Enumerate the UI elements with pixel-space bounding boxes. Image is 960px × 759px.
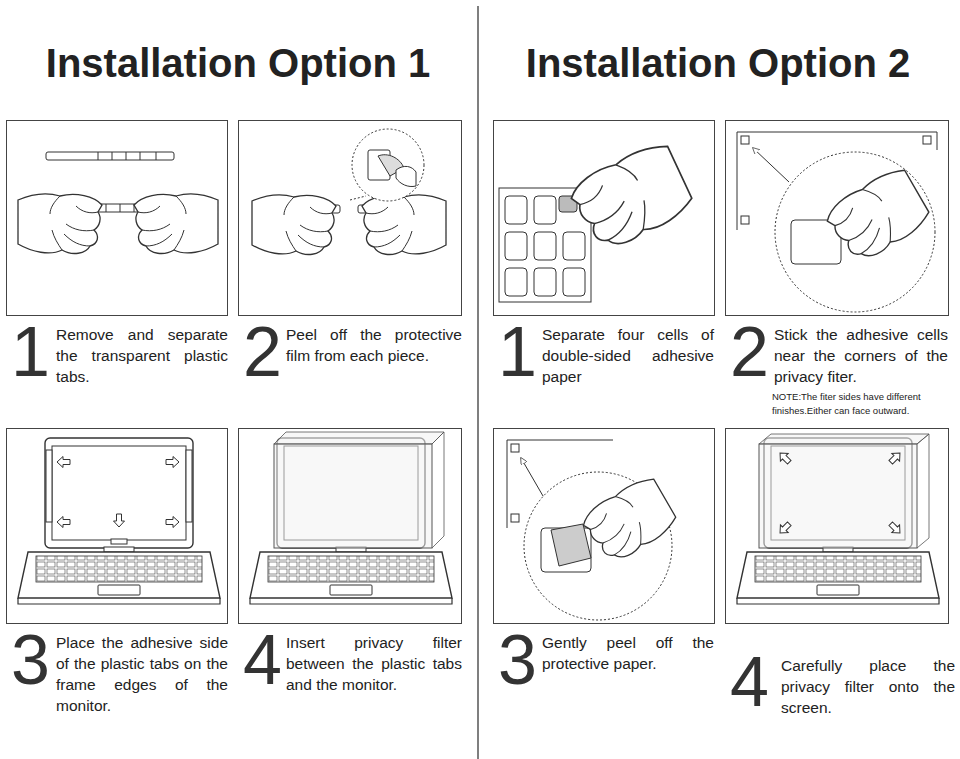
- corner-cell: [741, 136, 749, 144]
- pointer-arrow: [521, 458, 543, 496]
- corner-arrow: [776, 449, 793, 466]
- step-instruction: Remove and separate the transparent plas…: [56, 324, 228, 387]
- adhesive-cell: [505, 196, 527, 224]
- tab-divisions: [98, 152, 156, 160]
- adhesive-cell: [534, 268, 556, 296]
- direction-arrow: [114, 514, 125, 527]
- adhesive-cells: [505, 196, 585, 296]
- right-hand: [134, 194, 218, 254]
- step-illustration: [18, 152, 218, 253]
- option-heading: Installation Option 1: [18, 40, 458, 86]
- left-hand: [252, 195, 336, 255]
- step-instruction: Peel off the protective film from each p…: [286, 324, 462, 366]
- step-illustration: [737, 434, 939, 604]
- adhesive-cell: [791, 220, 841, 264]
- step-panel: 1Separate four cells of double-sided adh…: [493, 120, 715, 316]
- callout-leader: [350, 196, 366, 200]
- corner-arrow: [887, 449, 904, 466]
- tab-divisions: [106, 204, 134, 212]
- zoom-circle: [775, 152, 935, 312]
- corner-cell: [511, 514, 519, 522]
- adhesive-cell: [505, 232, 527, 260]
- step-illustration: [737, 132, 937, 312]
- adhesive-cell: [534, 196, 556, 224]
- step-illustration: [499, 139, 697, 302]
- privacy-filter: [759, 444, 917, 548]
- corner-cell: [741, 216, 749, 224]
- step-number: 4: [243, 625, 282, 695]
- laptop: [250, 438, 452, 604]
- column-divider: [477, 6, 479, 759]
- plastic-tab: [46, 450, 52, 522]
- corner-cell: [511, 444, 519, 452]
- plastic-tab: [186, 450, 192, 522]
- adhesive-sheet: [499, 188, 591, 302]
- step-number: 4: [730, 647, 769, 717]
- adhesive-cell: [534, 232, 556, 260]
- hand: [578, 474, 681, 568]
- filter-edge: [432, 432, 444, 548]
- step-panel: 3Place the adhesive side of the plastic …: [6, 428, 228, 624]
- step-instruction: Carefully place the privacy filter onto …: [781, 655, 955, 718]
- filter-edge: [274, 432, 444, 444]
- privacy-filter: [274, 444, 432, 548]
- step-panel: 4Insert privacy filter between the plast…: [238, 428, 462, 624]
- option-heading: Installation Option 2: [498, 40, 938, 86]
- right-hand: [362, 195, 446, 255]
- step-number: 3: [498, 625, 537, 695]
- finger: [396, 166, 416, 186]
- filter-edge: [759, 434, 929, 444]
- direction-arrow: [166, 517, 179, 528]
- pointer-arrow: [753, 148, 789, 182]
- direction-arrow: [166, 457, 179, 468]
- direction-arrow: [57, 457, 70, 468]
- step-panel: 1Remove and separate the transparent pla…: [6, 120, 228, 316]
- step-illustration: [250, 432, 452, 604]
- laptop: [737, 438, 939, 604]
- corner-cell: [923, 136, 931, 144]
- zoom-circle: [352, 129, 424, 201]
- step-instruction: Place the adhesive side of the plastic t…: [56, 632, 228, 716]
- tab-strip: [46, 152, 174, 160]
- corner-arrow: [776, 520, 793, 537]
- hand: [821, 164, 934, 267]
- step-panel: 2Peel off the protective film from each …: [238, 120, 462, 316]
- protective-paper: [551, 524, 591, 566]
- step-instruction: Stick the adhesive cells near the corner…: [774, 324, 948, 387]
- step-illustration: [18, 438, 220, 604]
- laptop: [18, 438, 220, 604]
- step-illustration: [507, 440, 680, 620]
- adhesive-cell: [563, 268, 585, 296]
- step-number: 2: [730, 317, 769, 387]
- step-instruction: Insert privacy filter between the plasti…: [286, 632, 462, 695]
- step-number: 1: [498, 317, 537, 387]
- step-number: 2: [243, 317, 282, 387]
- left-hand: [18, 194, 102, 254]
- adhesive-cell: [563, 232, 585, 260]
- step-panel: 3Gently peel off the protective paper.: [493, 428, 715, 624]
- step-panel: 4Carefully place the privacy filter onto…: [725, 428, 949, 624]
- plastic-tab: [111, 539, 127, 544]
- hand: [565, 139, 697, 255]
- filter-edge: [917, 434, 929, 548]
- direction-arrow: [57, 517, 70, 528]
- step-number: 3: [11, 625, 50, 695]
- step-panel: 2Stick the adhesive cells near the corne…: [725, 120, 949, 316]
- step-instruction: Separate four cells of double-sided adhe…: [542, 324, 714, 387]
- step-number: 1: [11, 317, 50, 387]
- note-text: NOTE:The fiter sides have different fini…: [772, 390, 958, 418]
- corner-arrow: [887, 520, 904, 537]
- step-illustration: [252, 129, 446, 254]
- adhesive-cell: [505, 268, 527, 296]
- step-instruction: Gently peel off the protective paper.: [542, 632, 714, 674]
